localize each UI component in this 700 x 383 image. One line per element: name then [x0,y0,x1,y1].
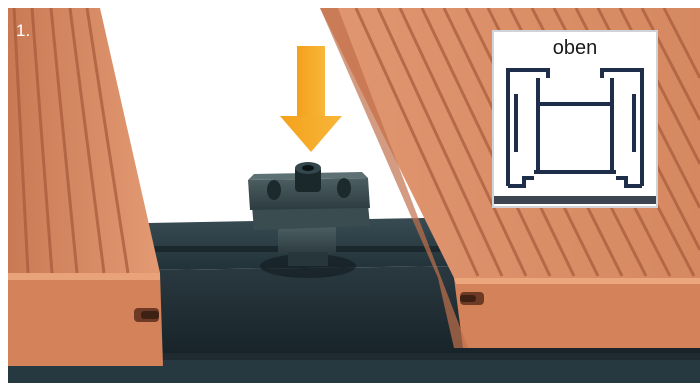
illustration-frame: 1. oben [8,8,700,383]
step-number: 1. [16,22,30,39]
profile-cross-section-icon [494,32,656,206]
profile-inset: oben [492,30,658,208]
